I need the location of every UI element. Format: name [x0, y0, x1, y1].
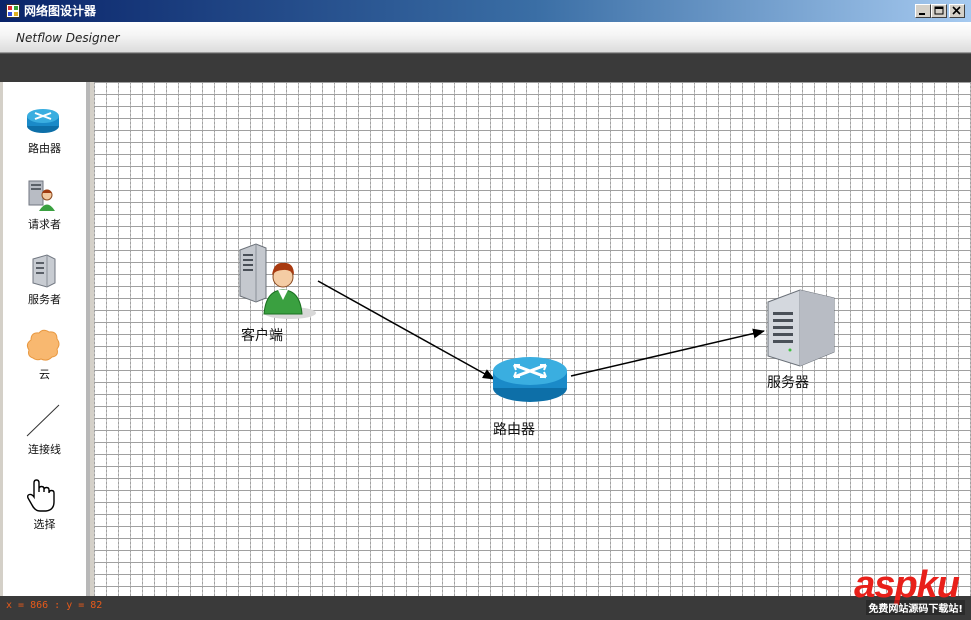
- connection-layer: [317, 280, 765, 380]
- window-title: 网络图设计器: [24, 4, 97, 18]
- palette-label-requester: 请求者: [28, 218, 61, 231]
- window-titlebar[interactable]: 网络图设计器: [0, 0, 971, 22]
- cloud-icon: [26, 329, 60, 361]
- palette-item-server[interactable]: 服务者: [3, 253, 86, 321]
- palette-item-cloud[interactable]: 云: [3, 328, 86, 396]
- node-client[interactable]: [238, 242, 318, 322]
- palette-label-cloud: 云: [39, 368, 50, 381]
- design-canvas[interactable]: 客户端 路由器 服务器: [94, 82, 971, 596]
- requester-icon: [28, 180, 55, 211]
- client-icon: [239, 243, 316, 319]
- palette-label-connector: 连接线: [28, 443, 61, 456]
- node-label-server: 服务器: [767, 375, 809, 391]
- line-icon: [26, 404, 60, 437]
- router-icon: [493, 357, 567, 402]
- palette-label-server: 服务者: [28, 293, 61, 306]
- menu-bar: Netflow Designer: [0, 22, 971, 53]
- maximize-icon: [934, 6, 944, 15]
- minimize-icon: [919, 13, 925, 15]
- toolbar-strip: [0, 53, 971, 82]
- node-server[interactable]: [766, 288, 838, 368]
- app-icon: [6, 4, 20, 18]
- node-label-router: 路由器: [493, 422, 535, 438]
- palette-label-router: 路由器: [28, 142, 61, 155]
- site-watermark: aspku 免费网站源码下载站!: [797, 564, 967, 618]
- palette-label-select: 选择: [33, 518, 56, 531]
- minimize-button[interactable]: [915, 4, 931, 18]
- palette-item-select[interactable]: 选择: [3, 478, 86, 546]
- app-name: Netflow Designer: [16, 31, 120, 45]
- tool-palette: 路由器 请求者 服务者 云 连接线: [3, 82, 90, 596]
- node-label-client: 客户端: [241, 328, 283, 344]
- cursor-coordinates: x = 866 : y = 82: [6, 600, 103, 611]
- router-icon: [27, 109, 59, 133]
- close-button[interactable]: [949, 4, 965, 18]
- connection-router-server[interactable]: [570, 328, 765, 377]
- server-icon: [767, 289, 835, 367]
- connection-client-router[interactable]: [317, 280, 495, 380]
- hand-pointer-icon: [27, 479, 55, 512]
- watermark-logo: aspku: [854, 564, 960, 606]
- palette-item-requester[interactable]: 请求者: [3, 178, 86, 246]
- palette-item-connector[interactable]: 连接线: [3, 403, 86, 471]
- node-router[interactable]: [492, 355, 568, 405]
- status-bar: x = 866 : y = 82: [0, 596, 971, 620]
- maximize-button[interactable]: [931, 4, 947, 18]
- watermark-tagline: 免费网站源码下载站!: [866, 600, 965, 615]
- close-icon: [952, 6, 961, 15]
- server-icon: [32, 254, 56, 288]
- palette-item-router[interactable]: 路由器: [3, 102, 86, 170]
